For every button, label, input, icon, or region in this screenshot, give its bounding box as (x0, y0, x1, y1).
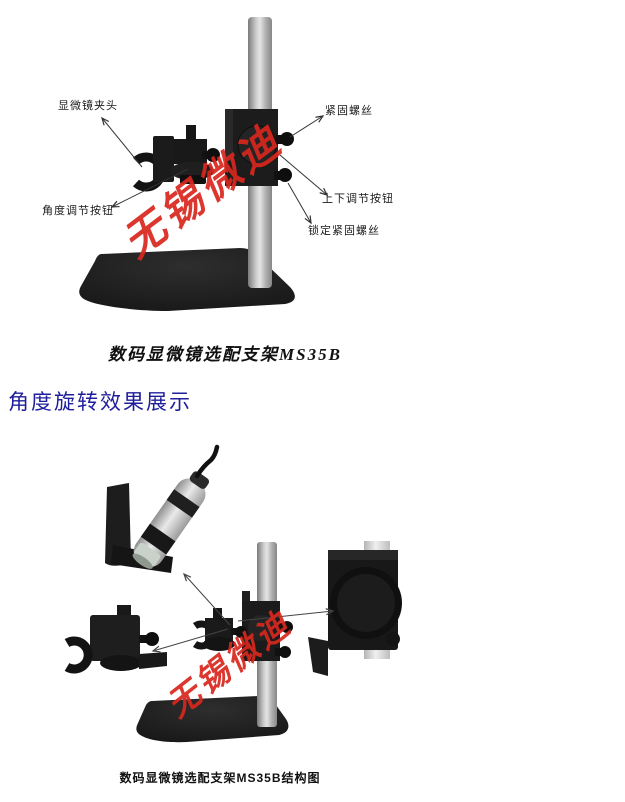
digital-microscope-assembly (105, 444, 220, 573)
label-microscope-clamp-head: 显微镜夹头 (58, 100, 118, 112)
base-plate (79, 248, 295, 311)
clamp-assembly (132, 125, 220, 192)
detached-clamp-assembly (64, 605, 167, 674)
label-fastening-screw: 紧固螺丝 (325, 105, 373, 117)
figure-rotation-demo: 无锡微迪 (55, 443, 440, 768)
label-angle-adjust-knob: 角度调节按钮 (42, 205, 114, 217)
figure2-caption: 数码显微镜选配支架MS35B结构图 (119, 771, 321, 785)
bracket-block-2 (242, 591, 293, 661)
rotation-photo-illustration (64, 444, 402, 743)
section-heading: 角度旋转效果展示 (8, 390, 192, 414)
bracket-block (225, 109, 278, 186)
stand-photo-illustration (79, 17, 410, 311)
figure1-caption: 数码显微镜选配支架MS35B (108, 345, 342, 364)
usb-cable (194, 444, 220, 479)
figure-annotated-stand: 无锡微迪 显微镜夹头 角度调节按钮 紧固螺丝 上下调节按钮 锁定紧固螺丝 (40, 5, 410, 337)
relation-arrows (153, 574, 333, 651)
annotation-arrows (102, 116, 327, 223)
fastening-knobs (274, 132, 294, 182)
label-up-down-adjust-knob: 上下调节按钮 (322, 193, 394, 205)
closeup-rotation-block (308, 541, 402, 676)
base-plate-2 (136, 696, 289, 743)
label-locking-fastening-screw: 锁定紧固螺丝 (308, 225, 380, 237)
mini-clamp-assembly (192, 608, 247, 651)
